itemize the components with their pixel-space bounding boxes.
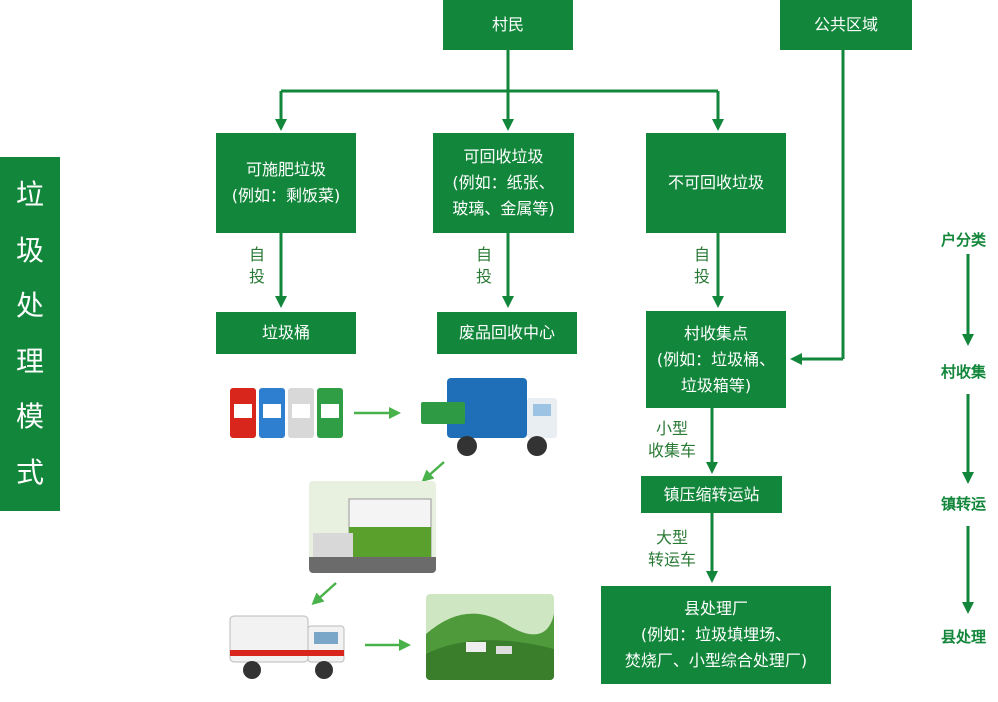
compactor-truck-image [421,378,557,456]
villagers-label: 村民 [491,15,524,34]
county-facility-example-1: (例如：垃圾填埋场、 [640,625,792,644]
non-recyclable-waste-node: 不可回收垃圾 [646,133,786,233]
public-area-node: 公共区域 [780,0,912,50]
transfer-station-node: 镇压缩转运站 [641,476,782,513]
compostable-title: 可施肥垃圾 [245,160,326,179]
recyclable-example-1: (例如：纸张、 [452,173,555,192]
side-title: 垃 圾 处 理 模 式 [0,157,60,511]
transfer-station-building-image [309,481,436,573]
recyclable-title: 可回收垃圾 [463,147,544,166]
small-truck-label: 小型 收集车 [638,418,706,462]
step-village-collect: 村收集 [941,363,987,381]
recyclable-example-2: 玻璃、金属等) [452,199,555,218]
self-deliver-char: 投 [248,267,265,286]
title-char: 垃 [15,178,44,211]
step-household-sort: 户分类 [941,231,987,249]
large-truck-label: 大型 转运车 [638,527,706,571]
county-facility-example-2: 焚烧厂、小型综合处理厂) [624,651,808,670]
title-char: 处 [15,289,44,323]
large-truck-line: 转运车 [647,550,696,569]
sorting-bins-image [230,388,343,438]
self-deliver-char: 自 [693,245,710,264]
landfill-aerial-image [426,594,554,680]
self-deliver-char: 自 [475,245,492,264]
large-truck-line: 大型 [655,528,688,547]
recycle-center-node: 废品回收中心 [437,312,577,354]
step-town-transfer: 镇转运 [941,495,987,513]
compostable-example: (例如：剩饭菜) [231,186,341,205]
garbage-truck-image [229,615,345,679]
bin-label: 垃圾桶 [261,323,310,342]
self-deliver-char: 投 [693,267,710,286]
compostable-waste-node: 可施肥垃圾 (例如：剩饭菜) [216,133,356,233]
step-county-process: 县处理 [941,628,987,646]
recyclable-waste-node: 可回收垃圾 (例如：纸张、 玻璃、金属等) [433,133,574,233]
title-char: 模 [15,400,44,434]
collection-point-example-1: (例如：垃圾桶、 [656,349,776,369]
transfer-station-label: 镇压缩转运站 [663,484,760,504]
title-char: 理 [15,344,44,378]
self-deliver-label: 自 投 [245,244,269,288]
non-recyclable-title: 不可回收垃圾 [667,173,764,192]
villagers-node: 村民 [443,0,573,50]
public-area-label: 公共区域 [813,15,878,34]
county-facility-node: 县处理厂 (例如：垃圾填埋场、 焚烧厂、小型综合处理厂) [601,586,831,684]
collection-point-node: 村收集点 (例如：垃圾桶、 垃圾箱等) [646,311,786,408]
county-facility-title: 县处理厂 [683,599,748,618]
title-char: 圾 [15,233,44,267]
collection-point-example-2: 垃圾箱等) [680,375,752,395]
collection-point-title: 村收集点 [683,323,748,343]
self-deliver-label: 自 投 [472,244,496,288]
small-truck-line: 小型 [655,419,688,438]
small-truck-line: 收集车 [647,441,696,460]
self-deliver-label: 自 投 [690,244,714,288]
self-deliver-char: 投 [475,267,492,286]
bin-node: 垃圾桶 [216,312,356,354]
title-char: 式 [15,455,44,489]
recycle-center-label: 废品回收中心 [458,323,555,342]
self-deliver-char: 自 [248,245,265,264]
